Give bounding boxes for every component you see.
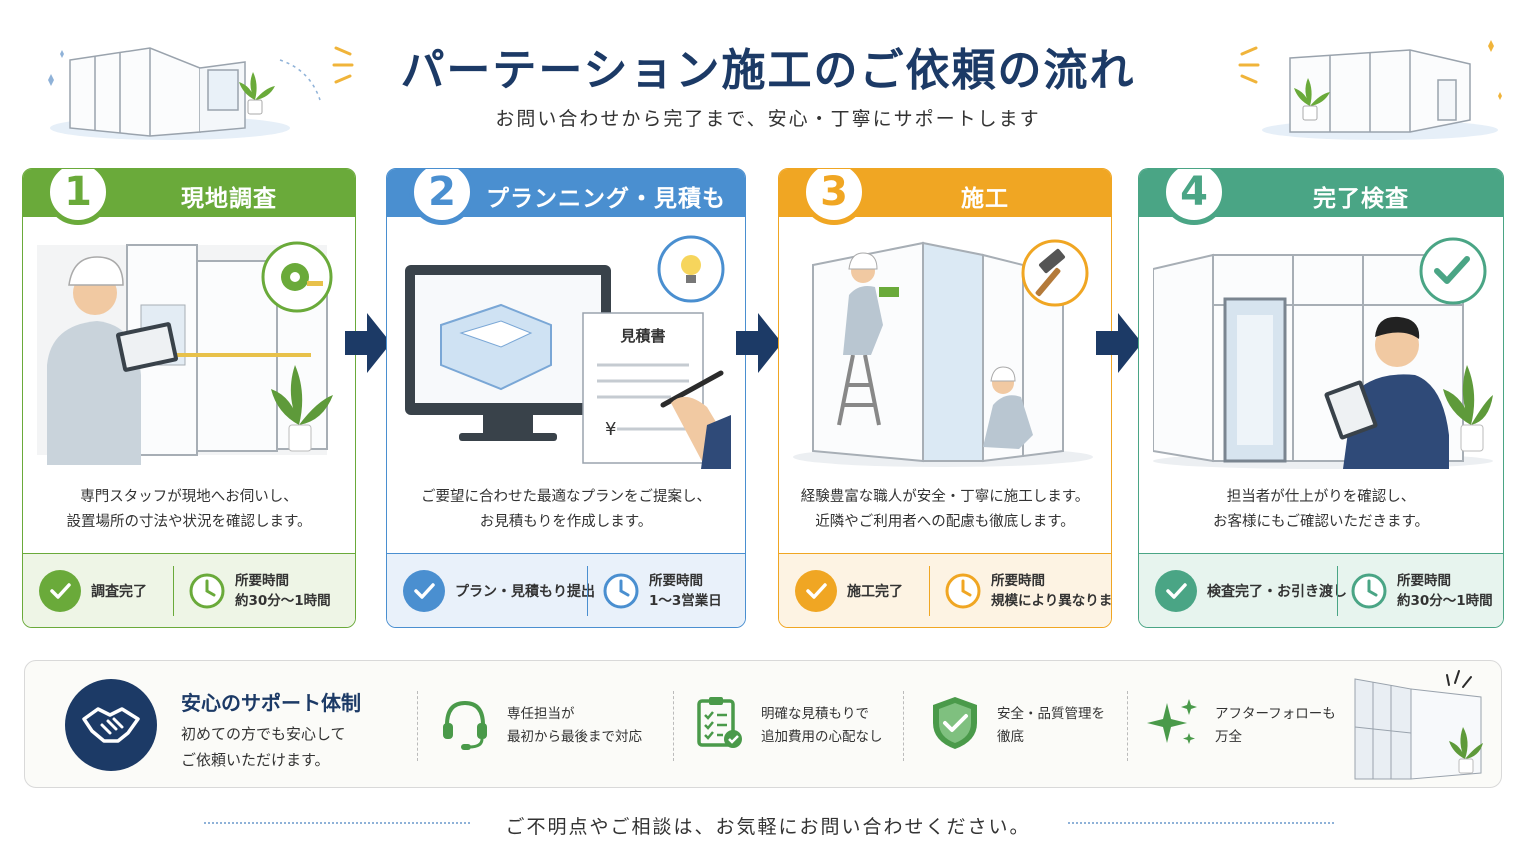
- clock-icon: [603, 573, 639, 609]
- office-room-illustration-right: [1262, 40, 1502, 140]
- check-badge-icon: [1419, 237, 1487, 305]
- step-description: ご要望に合わせた最適なプランをご提案し、 お見積もりを作成します。: [421, 489, 711, 530]
- clock-icon: [945, 573, 981, 609]
- office-partition-illustration-left: [48, 47, 321, 140]
- check-circle-icon: [403, 570, 445, 612]
- step-footer: 調査完了 所要時間約30分～1時間: [23, 553, 355, 627]
- handshake-icon: [65, 679, 157, 771]
- time-value: 約30分～1時間: [1397, 593, 1493, 609]
- step-header: 2 プランニング・見積もり: [387, 169, 745, 246]
- time-label: 所要時間: [649, 573, 703, 589]
- step-number: 3: [801, 169, 867, 225]
- step-title: 現地調査: [181, 186, 277, 212]
- arrow-right-icon: [736, 313, 782, 373]
- time-value: 1～3営業日: [649, 593, 722, 609]
- construction-illustration: [793, 239, 1093, 467]
- site-survey-illustration: [37, 241, 333, 465]
- plant-icon: [271, 365, 333, 452]
- time-label: 所要時間: [991, 573, 1045, 589]
- support-item-safety-quality: 安全・品質管理を徹底: [927, 689, 1127, 761]
- step-header: 4 完了検査: [1139, 169, 1503, 225]
- step-description: 経験豊富な職人が安全・丁寧に施工します。 近隣やご利用者への配慮も徹底します。: [800, 489, 1090, 530]
- hammer-icon: [1021, 239, 1089, 307]
- check-circle-icon: [1155, 570, 1197, 612]
- step-number: 1: [45, 169, 111, 225]
- step-footer: 施工完了 所要時間規模により異なります: [779, 553, 1111, 627]
- worker-figure: [47, 256, 178, 465]
- quote-doc-title: 見積書: [619, 327, 665, 345]
- footer: ご不明点やご相談は、お気軽にお問い合わせください。: [0, 806, 1536, 846]
- yen-mark: ¥: [605, 419, 616, 440]
- inspector-figure: [1324, 316, 1449, 469]
- step-card-3: 3 施工: [778, 168, 1112, 628]
- step-number: 4: [1161, 169, 1227, 225]
- support-item-clear-estimate: 明確な見積もりで追加費用の心配なし: [691, 689, 911, 761]
- step-status: 調査完了: [91, 584, 147, 600]
- check-circle-icon: [39, 570, 81, 612]
- step-footer: プラン・見積もり提出 所要時間 1～3営業日: [387, 553, 745, 627]
- sparkle-icon: [1147, 699, 1197, 744]
- footer-contact-text: ご不明点やご相談は、お気軽にお問い合わせください。: [505, 816, 1031, 838]
- step-card-2: 2 プランニング・見積もり 見積書 ¥: [386, 168, 746, 628]
- support-panel: 安心のサポート体制 初めての方でも安心して ご依頼いただけます。 専任担当が最初…: [24, 660, 1502, 788]
- step-card-4: 4 完了検査: [1138, 168, 1504, 628]
- step-status: 施工完了: [847, 584, 903, 600]
- step-status: プラン・見積もり提出: [455, 584, 595, 600]
- clock-icon: [1351, 573, 1387, 609]
- plant-icon: [239, 72, 275, 115]
- step-header: 1 現地調査: [23, 169, 355, 225]
- estimate-document: 見積書 ¥: [582, 312, 731, 469]
- support-item-after-follow: アフターフォローも万全: [1145, 689, 1345, 761]
- step-card-1: 1 現地調査: [22, 168, 356, 628]
- headset-icon: [443, 700, 487, 750]
- clock-icon: [189, 573, 225, 609]
- step-title: 施工: [961, 186, 1009, 212]
- process-steps: 1 現地調査: [0, 168, 1536, 628]
- step-description: 担当者が仕上がりを確認し、 お客様にもご確認いただきます。: [1212, 489, 1430, 530]
- lightbulb-icon: [657, 235, 725, 303]
- plant-icon: [1443, 365, 1493, 452]
- worker-kneeling: [983, 366, 1033, 449]
- worker-on-ladder: [837, 252, 899, 426]
- step-title: プランニング・見積もり: [486, 186, 726, 246]
- sparkle-lines-left-icon: [332, 46, 354, 84]
- office-interior-illustration: [1354, 670, 1483, 780]
- time-value: 規模により異なります: [991, 593, 1112, 609]
- time-label: 所要時間: [235, 573, 289, 589]
- step-status: 検査完了・お引き渡し: [1207, 584, 1347, 600]
- support-title: 安心のサポート体制: [181, 691, 361, 715]
- check-circle-icon: [795, 570, 837, 612]
- shield-check-icon: [933, 697, 977, 749]
- header: パーテーション施工のご依頼の流れ お問い合わせから完了まで、安心・丁寧にサポート…: [0, 0, 1536, 150]
- checklist-icon: [697, 697, 742, 748]
- arrow-right-icon: [1096, 313, 1142, 373]
- sparkle-lines-right-icon: [1238, 46, 1260, 84]
- page-title: パーテーション施工のご依頼の流れ: [400, 45, 1136, 96]
- monitor-icon: [405, 265, 611, 441]
- step-header: 3 施工: [779, 169, 1111, 225]
- step-description: 専門スタッフが現地へお伺いし、 設置場所の寸法や状況を確認します。: [66, 489, 312, 530]
- arrow-right-icon: [345, 313, 391, 373]
- tape-measure-icon: [261, 241, 333, 313]
- plant-icon: [1449, 727, 1483, 774]
- planning-estimate-illustration: 見積書 ¥: [405, 235, 731, 469]
- step-footer: 検査完了・お引き渡し 所要時間約30分～1時間: [1139, 553, 1503, 627]
- step-number: 2: [409, 169, 475, 225]
- time-value: 約30分～1時間: [235, 593, 331, 609]
- step-title: 完了検査: [1313, 186, 1409, 212]
- plant-icon: [1294, 78, 1330, 121]
- final-inspection-illustration: [1153, 237, 1493, 469]
- support-item-dedicated-staff: 専任担当が最初から最後まで対応: [437, 689, 677, 761]
- page-subtitle: お問い合わせから完了まで、安心・丁寧にサポートします: [495, 108, 1041, 130]
- support-subtitle: 初めての方でも安心して ご依頼いただけます。: [181, 725, 346, 769]
- time-label: 所要時間: [1397, 573, 1451, 589]
